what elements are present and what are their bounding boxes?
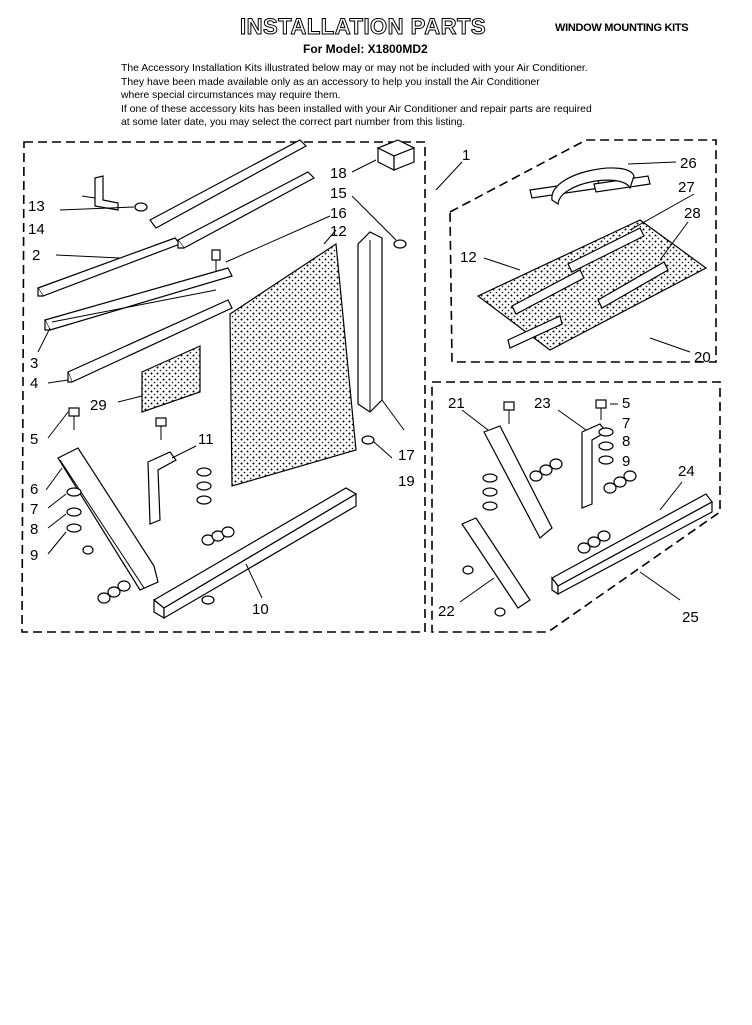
part-24-rail [551,481,713,601]
callout-17: 17 [398,447,415,464]
callout-20: 20 [694,349,711,366]
callout-labels: 13 14 2 3 4 29 5 6 7 8 9 11 10 18 15 16 … [28,147,711,626]
part-1-leader [435,161,463,191]
intro-line: If one of these accessory kits has been … [121,103,592,115]
model-number: For Model: X1800MD2 [303,42,428,56]
callout-15: 15 [330,185,347,202]
left-kit-boundary [21,141,426,633]
part-13-bracket [81,175,119,211]
callout-1: 1 [462,147,470,164]
callout-14: 14 [28,221,45,238]
part-6-support-arm [45,447,159,591]
part-3-channel [37,267,233,353]
part-5-bolt [47,407,80,439]
part-26-strips [529,161,677,206]
part-18-block [351,139,416,173]
callout-8-right: 8 [622,433,630,450]
part-12-foam-panel [229,229,357,487]
callout-26: 26 [680,155,697,172]
part-12-foam-right [476,193,708,353]
top-rail [149,139,315,249]
intro-line: at some later date, you may select the c… [121,117,466,129]
part-14-screw [59,202,148,212]
right-hardware [482,399,637,554]
part-11-bracket [147,417,212,525]
callout-24: 24 [678,463,695,480]
page-title: INSTALLATION PARTS [239,14,487,40]
callout-22: 22 [438,603,455,620]
hardware-group [82,526,235,605]
intro-line: The Accessory Installation Kits illustra… [121,63,588,74]
callout-5-right: 5 [622,395,630,412]
callout-13: 13 [28,198,45,215]
part-23-bracket [557,409,607,509]
part-22-arm [459,517,531,617]
intro-line: where special circumstances may require … [121,90,341,102]
callout-21: 21 [448,395,465,412]
callout-6: 6 [30,481,38,498]
callout-2: 2 [32,247,40,264]
part-21-arm [461,401,553,539]
callout-7: 7 [30,501,38,518]
part-29-foam [117,345,201,413]
callout-18: 18 [330,165,347,182]
right-bottom-kit-boundary [431,381,721,633]
part-7-8-9-hardware [47,487,82,555]
part-17-post [357,231,405,431]
callout-27: 27 [678,179,695,196]
part-15-screw [351,195,407,249]
callout-9: 9 [30,547,38,564]
intro-line: They have been made available only as an… [121,76,540,88]
callout-12: 12 [330,223,347,240]
callout-28: 28 [684,205,701,222]
callout-10: 10 [252,601,269,618]
callout-29: 29 [90,397,107,414]
callout-7-right: 7 [622,415,630,432]
callout-8: 8 [30,521,38,538]
callout-11: 11 [198,431,214,448]
part-16-screw [211,215,331,272]
part-10-bottom-rail [152,487,358,620]
section-title: WINDOW MOUNTING KITS [555,22,689,34]
callout-3: 3 [30,355,38,372]
part-4-channel [47,299,233,384]
callout-4: 4 [30,375,38,392]
intro-text: The Accessory Installation Kits illustra… [121,62,721,130]
callout-25: 25 [682,609,699,626]
part-19-screw [361,435,393,459]
callout-9-right: 9 [622,453,630,470]
right-top-kit-boundary [449,139,717,363]
callout-16: 16 [330,205,347,222]
callout-5: 5 [30,431,38,448]
callout-19: 19 [398,473,415,490]
callout-12-right: 12 [460,249,477,266]
callout-23: 23 [534,395,551,412]
